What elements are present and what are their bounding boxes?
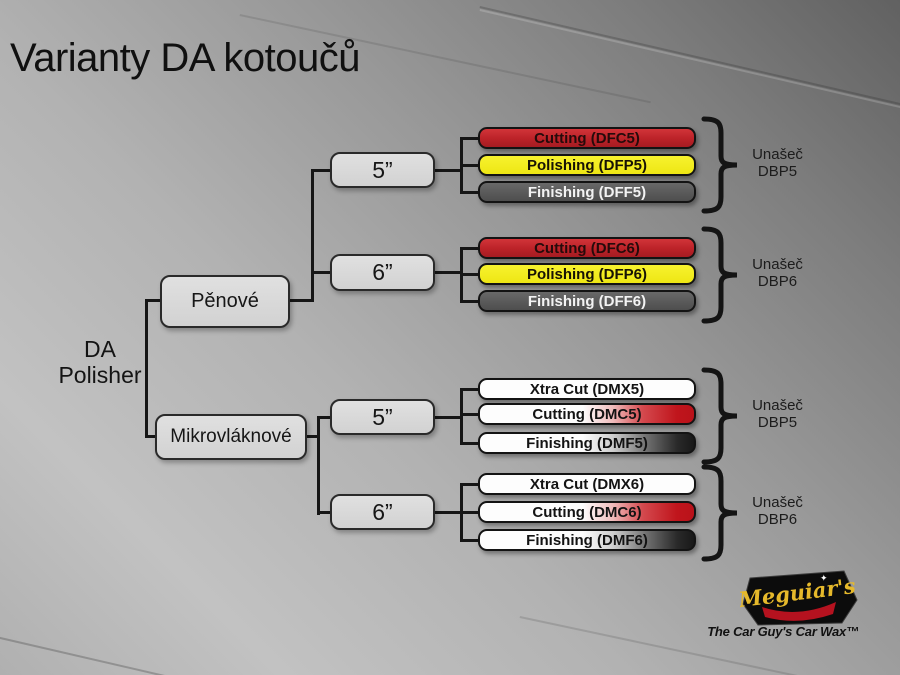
node-foam-6inch-label: 6” bbox=[372, 259, 393, 285]
pad-label: Cutting (DFC5) bbox=[534, 129, 640, 147]
connector-line bbox=[460, 191, 478, 194]
pad-finishing-dmf5: Finishing (DMF5) bbox=[478, 432, 696, 454]
connector-line bbox=[311, 169, 332, 172]
connector-line bbox=[145, 299, 148, 438]
node-foam-6inch: 6” bbox=[330, 254, 435, 291]
meguiars-logo: Meguiar's ✦ bbox=[740, 570, 858, 626]
carrier-word: Unašeč bbox=[752, 494, 803, 511]
node-penove: Pěnové bbox=[160, 275, 290, 328]
connector-line bbox=[460, 483, 478, 486]
pad-finishing-dff6: Finishing (DFF6) bbox=[478, 290, 696, 312]
connector-line bbox=[460, 511, 478, 514]
connector-line bbox=[435, 511, 463, 514]
pad-label: Cutting (DMC5) bbox=[532, 405, 642, 423]
root-label-line1: DA bbox=[84, 336, 116, 362]
pad-label: Xtra Cut (DMX5) bbox=[529, 380, 645, 398]
pad-label: Polishing (DFP5) bbox=[527, 156, 647, 174]
connector-line bbox=[435, 416, 463, 419]
carrier-label-dbp5-microfiber: Unašeč DBP5 bbox=[735, 397, 820, 431]
ribbon-shape bbox=[762, 602, 836, 621]
brace-icon bbox=[701, 226, 738, 324]
pad-finishing-dmf6: Finishing (DMF6) bbox=[478, 529, 696, 551]
connector-line bbox=[317, 511, 332, 514]
connector-line bbox=[460, 164, 478, 167]
node-penove-label: Pěnové bbox=[191, 290, 259, 312]
pad-label: Finishing (DMF5) bbox=[526, 434, 648, 452]
connector-line bbox=[311, 169, 314, 302]
node-microfiber-6inch-label: 6” bbox=[372, 498, 393, 525]
connector-line bbox=[317, 416, 332, 419]
carrier-word: Unašeč bbox=[752, 146, 803, 163]
node-mikrovlaknove-label: Mikrovláknové bbox=[170, 426, 292, 447]
sparkle-icon: ✦ bbox=[820, 573, 828, 583]
node-microfiber-6inch: 6” bbox=[330, 494, 435, 530]
carrier-code: DBP5 bbox=[757, 414, 798, 431]
pad-label: Cutting (DFC6) bbox=[534, 239, 640, 257]
connector-line bbox=[145, 299, 161, 302]
pad-label: Finishing (DFF5) bbox=[527, 183, 647, 201]
node-foam-5inch: 5” bbox=[330, 152, 435, 188]
connector-line bbox=[460, 273, 478, 276]
connector-line bbox=[460, 539, 478, 542]
pad-polishing-dfp5: Polishing (DFP5) bbox=[478, 154, 696, 176]
node-microfiber-5inch: 5” bbox=[330, 399, 435, 435]
connector-line bbox=[435, 271, 463, 274]
pad-cutting-dmc6: Cutting (DMC6) bbox=[478, 501, 696, 523]
connector-line bbox=[460, 300, 478, 303]
connector-line bbox=[290, 299, 314, 302]
pad-label: Xtra Cut (DMX6) bbox=[529, 475, 645, 493]
connector-line bbox=[307, 435, 320, 438]
pad-label: Finishing (DFF6) bbox=[527, 292, 647, 310]
connector-line bbox=[311, 271, 332, 274]
carrier-label-dbp6-foam: Unašeč DBP6 bbox=[735, 256, 820, 290]
pad-label: Polishing (DFP6) bbox=[527, 265, 647, 283]
pad-label: Cutting (DMC6) bbox=[532, 503, 642, 521]
connector-line bbox=[145, 435, 157, 438]
pad-cutting-dfc5: Cutting (DFC5) bbox=[478, 127, 696, 149]
pad-xtracut-dmx6: Xtra Cut (DMX6) bbox=[478, 473, 696, 495]
connector-line bbox=[460, 137, 478, 140]
carrier-word: Unašeč bbox=[752, 397, 803, 414]
carrier-code: DBP6 bbox=[757, 273, 798, 290]
carrier-label-dbp6-microfiber: Unašeč DBP6 bbox=[735, 494, 820, 528]
logo-tagline: The Car Guy's Car Wax™ bbox=[707, 624, 859, 639]
carrier-code: DBP6 bbox=[757, 511, 798, 528]
brace-icon bbox=[701, 464, 738, 562]
brace-icon bbox=[701, 116, 738, 214]
carrier-word: Unašeč bbox=[752, 256, 803, 273]
connector-line bbox=[460, 413, 478, 416]
diagonal-stripe bbox=[0, 630, 653, 675]
node-foam-5inch-label: 5” bbox=[372, 156, 393, 183]
brace-icon bbox=[701, 367, 738, 465]
connector-line bbox=[317, 416, 320, 515]
connector-line bbox=[435, 169, 463, 172]
node-mikrovlaknove: Mikrovláknové bbox=[155, 414, 307, 460]
node-microfiber-5inch-label: 5” bbox=[372, 403, 393, 430]
carrier-label-dbp5-foam: Unašeč DBP5 bbox=[735, 146, 820, 180]
pad-finishing-dff5: Finishing (DFF5) bbox=[478, 181, 696, 203]
root-label-line2: Polisher bbox=[58, 362, 142, 388]
pad-label: Finishing (DMF6) bbox=[526, 531, 648, 549]
connector-line bbox=[460, 388, 478, 391]
connector-line bbox=[460, 388, 463, 445]
root-label-da-polisher: DA Polisher bbox=[42, 336, 158, 388]
slide-title: Varianty DA kotoučů bbox=[10, 36, 360, 80]
pad-cutting-dmc5: Cutting (DMC5) bbox=[478, 403, 696, 425]
connector-line bbox=[460, 442, 478, 445]
pad-polishing-dfp6: Polishing (DFP6) bbox=[478, 263, 696, 285]
connector-line bbox=[460, 247, 478, 250]
carrier-code: DBP5 bbox=[757, 163, 798, 180]
pad-cutting-dfc6: Cutting (DFC6) bbox=[478, 237, 696, 259]
pad-xtracut-dmx5: Xtra Cut (DMX5) bbox=[478, 378, 696, 400]
